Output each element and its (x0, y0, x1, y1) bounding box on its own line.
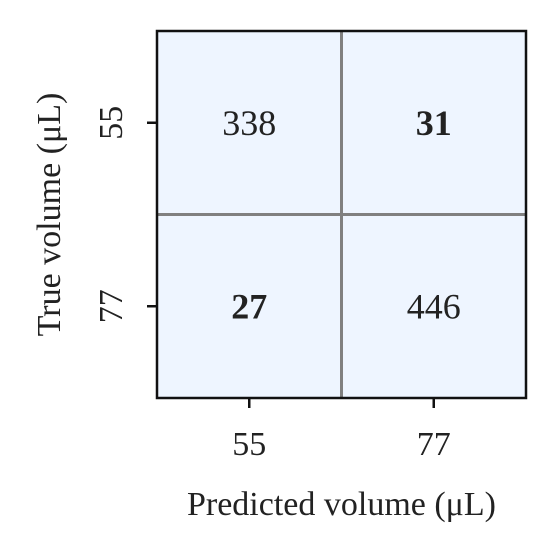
x-axis-label: Predicted volume (μL) (187, 486, 496, 523)
cell-value-label: 446 (407, 286, 461, 326)
x-tick-label: 77 (417, 426, 451, 463)
cell-value-label: 31 (416, 103, 452, 143)
heatmap-cell (157, 31, 342, 215)
cell-grid (157, 31, 526, 398)
y-tick-label: 77 (93, 289, 130, 323)
cell-value-label: 27 (231, 286, 267, 326)
axis-ticks: 55 77 55 77 (93, 106, 451, 463)
heatmap-cell (157, 214, 342, 398)
y-tick-label: 55 (93, 106, 130, 140)
plot-frame (155, 29, 528, 400)
cell-value-label: 338 (222, 103, 276, 143)
cell-value-labels: 338 31 27 446 (222, 103, 461, 327)
y-axis-label: True volume (μL) (31, 93, 68, 337)
heatmap-cell (341, 214, 526, 398)
x-tick-label: 55 (232, 426, 266, 463)
heatmap-cells (157, 31, 526, 398)
heatmap-cell (341, 31, 526, 215)
